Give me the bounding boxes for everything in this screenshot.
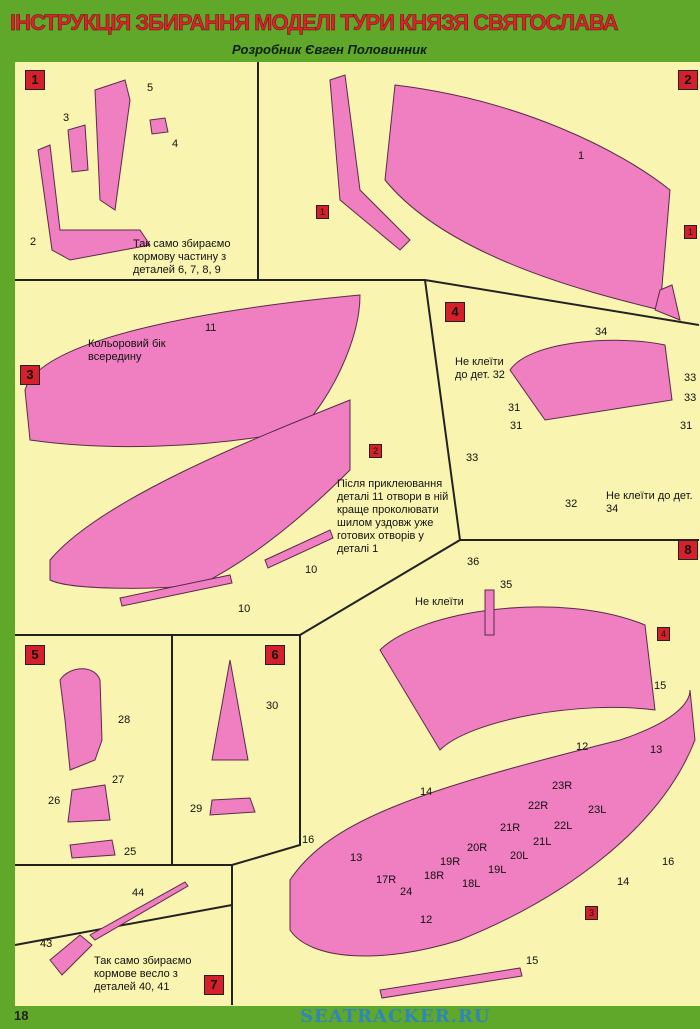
part-label: 10 xyxy=(238,603,251,615)
part-label: 21R xyxy=(500,822,521,834)
step-badge-6: 6 xyxy=(265,645,285,665)
part-3 xyxy=(67,124,89,173)
step-1-note: Так само збираємо кормову частину з дета… xyxy=(133,238,231,276)
panel-dividers xyxy=(14,62,700,1005)
part-label: 43 xyxy=(40,938,53,950)
part-label: 2 xyxy=(30,236,37,248)
part-1-stern xyxy=(654,284,681,321)
part-5 xyxy=(94,79,131,211)
part-label: 11 xyxy=(205,322,217,334)
step-badge-7: 7 xyxy=(204,975,224,995)
part-label: 18R xyxy=(424,870,445,882)
ref-badge: 3 xyxy=(585,906,598,920)
part-label: 30 xyxy=(266,700,279,712)
part-label: 1 xyxy=(578,150,585,162)
part-label: 16 xyxy=(302,834,315,846)
part-label: 31 xyxy=(680,420,693,432)
step-badge-5: 5 xyxy=(25,645,45,665)
part-label: 28 xyxy=(118,714,131,726)
step-badge-4: 4 xyxy=(445,302,465,322)
part-label: 4 xyxy=(172,138,179,150)
part-label: 26 xyxy=(48,795,61,807)
part-label: 36 xyxy=(467,556,480,568)
part-25 xyxy=(69,839,116,859)
part-label: 14 xyxy=(420,786,433,798)
watermark: SEATRACKER.RU xyxy=(300,1006,491,1027)
part-label: 20R xyxy=(467,842,488,854)
page-title: ІНСТРУКЦІЯ ЗБИРАННЯ МОДЕЛІ ТУРИ КНЯЗЯ СВ… xyxy=(10,10,619,36)
part-label: 16 xyxy=(662,856,675,868)
part-4-roof xyxy=(379,606,656,751)
part-label: 25 xyxy=(124,846,137,858)
part-34-roof xyxy=(509,339,673,421)
part-label: 24 xyxy=(400,886,413,898)
part-label: 3 xyxy=(63,112,70,124)
part-label: 29 xyxy=(190,803,203,815)
step-7-note: Так само збираємо кормове весло з детале… xyxy=(94,955,192,993)
step-3-note: Після приклеювання деталі 11 отвори в ні… xyxy=(337,478,449,555)
step-4-top-note: Не клеїти до дет. 32 xyxy=(455,356,505,381)
part-label: 10 xyxy=(305,564,318,576)
part-label: 13 xyxy=(650,744,663,756)
part-label: 31 xyxy=(508,402,521,414)
part-4 xyxy=(149,117,169,135)
part-44-oar xyxy=(89,881,189,941)
step-8-note: Не клеїти xyxy=(415,596,464,608)
part-label: 17R xyxy=(376,874,397,886)
part-15-rail xyxy=(379,967,523,999)
part-label: 12 xyxy=(420,914,433,926)
ref-badge: 4 xyxy=(657,627,670,641)
part-label: 33 xyxy=(684,372,697,384)
part-30 xyxy=(211,659,249,761)
part-10b xyxy=(264,529,334,569)
part-label: 23L xyxy=(588,804,607,816)
part-label: 5 xyxy=(147,82,154,94)
part-label: 21L xyxy=(533,836,552,848)
part-label: 33 xyxy=(466,452,479,464)
part-label: 22L xyxy=(554,820,573,832)
ref-badge: 2 xyxy=(369,444,382,458)
part-10a xyxy=(119,574,233,607)
part-43-blade xyxy=(49,934,93,976)
ref-badge: 1 xyxy=(316,205,329,219)
part-1-2-hull xyxy=(49,399,351,589)
part-2 xyxy=(37,144,151,261)
part-label: 13 xyxy=(350,852,363,864)
part-label: 14 xyxy=(617,876,630,888)
part-label: 27 xyxy=(112,774,125,786)
part-label: 31 xyxy=(510,420,523,432)
part-label: 20L xyxy=(510,850,529,862)
step-badge-3: 3 xyxy=(20,365,40,385)
part-28-head xyxy=(59,668,103,771)
part-label: 23R xyxy=(552,780,573,792)
part-26 xyxy=(67,784,111,823)
step-badge-1: 1 xyxy=(25,70,45,90)
step-3-side-note: Кольоровий бік всередину xyxy=(88,338,166,363)
part-label: 19R xyxy=(440,856,461,868)
part-label: 34 xyxy=(595,326,608,338)
ref-badge: 1 xyxy=(684,225,697,239)
part-35-mast xyxy=(484,589,495,636)
part-3-hull xyxy=(289,689,696,957)
part-label: 33 xyxy=(684,392,697,404)
part-label: 22R xyxy=(528,800,549,812)
part-2-stem xyxy=(329,74,411,251)
part-label: 19L xyxy=(488,864,507,876)
part-label: 15 xyxy=(526,955,539,967)
part-1-hull xyxy=(384,84,671,311)
part-label: 18L xyxy=(462,878,481,890)
part-11 xyxy=(24,294,361,448)
step-badge-8: 8 xyxy=(678,540,698,560)
part-label: 12 xyxy=(576,741,589,753)
part-label: 32 xyxy=(565,498,578,510)
step-4-bottom-note: Не клеїти до дет. 34 xyxy=(606,490,693,515)
page-number: 18 xyxy=(14,1008,29,1023)
part-label: 15 xyxy=(654,680,667,692)
part-label: 35 xyxy=(500,579,513,591)
step-badge-2: 2 xyxy=(678,70,698,90)
part-label: 44 xyxy=(132,887,145,899)
part-29 xyxy=(209,797,256,816)
author-credit: Розробник Євген Половинник xyxy=(232,42,427,57)
